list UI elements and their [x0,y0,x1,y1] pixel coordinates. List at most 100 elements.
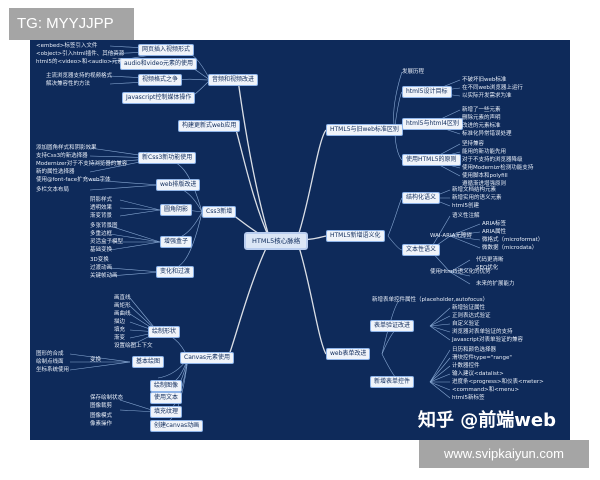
structure-item-1: 文本性语义 [402,244,441,256]
forms-note-0: 新增验证属性 [452,305,486,311]
css3-note-7: 透明效果 [90,205,113,211]
structure-note-3: WAI-ARIA无障碍 [430,233,472,239]
forms-note-3: 浏览器对表单验证的支持 [452,329,513,335]
css3-note-4: 使用@font-face扩充web字体 [36,177,111,183]
forms-note-9: 进度条<progress>和仪表<meter> [452,379,544,385]
semantics-note-12: 遵循渐进增强原则 [462,181,507,187]
topic-web-app: 构建更新式web应用 [178,120,241,132]
canvas-note-2: 画曲线 [114,311,131,317]
semantics-item-0: 发展历程 [402,69,425,75]
structure-note-1: 新增实用的语义元素 [452,195,502,201]
audio-video-item-3: Javascript控制媒体操作 [122,92,196,104]
canvas-item-0: 绘制形状 [148,326,181,338]
forms-note-11: html5新标签 [452,395,485,401]
structure-note-5: ARIA属性 [482,229,506,235]
semantics-note-6: 标准化异常错误处理 [462,131,512,137]
canvas-note-11: 保存绘制状态 [90,395,124,401]
css3-note-14: 过渡动画 [90,265,113,271]
semantics-item-1: html5设计目标 [402,86,452,98]
canvas-note-9: 绘制点线面 [36,359,64,365]
css3-note-5: 多栏文本布局 [36,187,70,193]
css3-note-11: 灵活盒子模型 [90,239,124,245]
semantics-note-3: 新增了一些元素 [462,107,501,113]
forms-note-6: 滑块控件type="range" [452,355,512,361]
audio-video-item-0: 网页插入视频形式 [138,44,195,56]
structure-note-4: ARIA标签 [482,221,506,227]
css3-note-12: 基础变换 [90,247,113,253]
semantics-note-1: 在不同web浏览器上运行 [462,85,523,91]
css3-note-0: 添加圆角样式和阴影效果 [36,145,97,151]
forms-note-8: 输入建议<datalist> [452,371,504,377]
css3-note-15: 关键帧动画 [90,273,118,279]
canvas-item-2: 绘制图像 [150,380,183,392]
site-url-label: www.svipkaiyun.com [419,440,589,468]
audio-video-note-0: <embed>标签引入文件 [36,43,98,49]
semantics-note-0: 不破坏旧web标准 [462,77,507,83]
semantics-note-11: 使用脚本和polyfill [462,173,508,179]
channel-tag: TG: MYYJJPP [9,8,134,40]
structure-note-11: SEO优化 [476,265,499,271]
topic-web-forms: web表单改进 [326,348,371,360]
canvas-note-14: 像素操作 [90,421,113,427]
semantics-note-4: 删除元素的声明 [462,115,501,121]
structure-note-10: 代码更清晰 [476,257,504,263]
css3-note-2: Modernizer对于不支持浏览器的兼容 [36,161,128,167]
canvas-item-4: 填充纹理 [150,406,183,418]
canvas-item-1: 基本绘图 [132,356,165,368]
canvas-item-3: 使用文本 [150,392,183,404]
forms-note-10: <command>和<menu> [452,387,520,393]
semantics-note-5: 改进的元素标准 [462,123,501,129]
audio-video-note-4: 解决兼容性的方法 [46,81,91,87]
canvas-note-0: 画直线 [114,295,131,301]
canvas-note-5: 渐变 [114,335,126,341]
canvas-note-1: 画矩形 [114,303,131,309]
semantics-note-8: 能用的新功能先用 [462,149,507,155]
canvas-note-6: 设置绘图上下文 [114,343,153,349]
css3-item-2: 圆角阴影 [160,204,193,216]
forms-item-0: 新增表单控件属性（placeholder,autofocus） [372,297,489,303]
forms-note-1: 正则表达式验证 [452,313,491,319]
structure-item-0: 结构化语义 [402,192,441,204]
css3-item-3: 增强盒子 [160,236,193,248]
css3-item-0: 新Css3新功能使用 [138,152,197,164]
audio-video-note-3: 主流浏览器支持的视频格式 [46,73,113,79]
forms-note-7: 计数器控件 [452,363,480,369]
mindmap-canvas: HTML5核心脉络 音频和视频改进 网页插入视频形式 audio和video元素… [30,40,570,440]
canvas-note-10: 坐标系统使用 [36,367,70,373]
forms-item-1: 表单验证改进 [370,320,415,332]
css3-note-1: 支持Css3的新选择器 [36,153,88,159]
topic-css3: Css3新增 [202,206,237,218]
css3-note-8: 渐变背景 [90,213,113,219]
structure-note-7: 微数据（microdata） [482,245,538,251]
semantics-note-7: 坚持兼容 [462,141,485,147]
forms-note-4: Javascript对表单验证的兼容 [452,337,523,343]
canvas-note-12: 图像裁剪 [90,403,113,409]
css3-note-9: 多张背景图 [90,223,118,229]
semantics-item-3: 使用HTML5的原则 [402,154,461,166]
topic-html5-vs-old: HTML5与旧web标准区别 [326,124,403,136]
structure-note-0: 新增文档结构元素 [452,187,497,193]
topic-html5-semantic: HTML5新增语义化 [326,230,385,242]
canvas-note-3: 描边 [114,319,126,325]
structure-note-2: html5创建 [452,203,480,209]
forms-item-2: 新增表单控件 [370,376,415,388]
forms-note-2: 自定义验证 [452,321,480,327]
semantics-note-9: 对于不支持的浏览器降级 [462,157,523,163]
structure-note-6: 微格式（microformat） [482,237,544,243]
css3-note-10: 多重边框 [90,231,113,237]
canvas-note-7: 变换 [90,357,102,363]
semantics-note-2: 以实际开发需求为准 [462,93,512,99]
zhihu-watermark: 知乎 @前端web [418,410,556,431]
audio-video-note-1: <object>引入html插件、其他资源 [36,51,125,57]
topic-canvas: Canvas元素使用 [180,352,235,364]
structure-note-8: 语义性注解 [452,213,480,219]
canvas-note-4: 填充 [114,327,126,333]
css3-note-13: 3D变换 [90,257,109,263]
audio-video-item-1: audio和video元素的使用 [120,58,198,70]
center-topic: HTML5核心脉络 [244,232,309,250]
forms-note-5: 日历和颜色选择器 [452,347,497,353]
css3-item-1: web排版改进 [156,179,201,191]
audio-video-note-2: html5的<video>和<audio>元素 [36,59,123,65]
semantics-item-2: html5与html4区别 [402,118,463,130]
semantics-note-10: 使用Modernizr检测功能支持 [462,165,534,171]
